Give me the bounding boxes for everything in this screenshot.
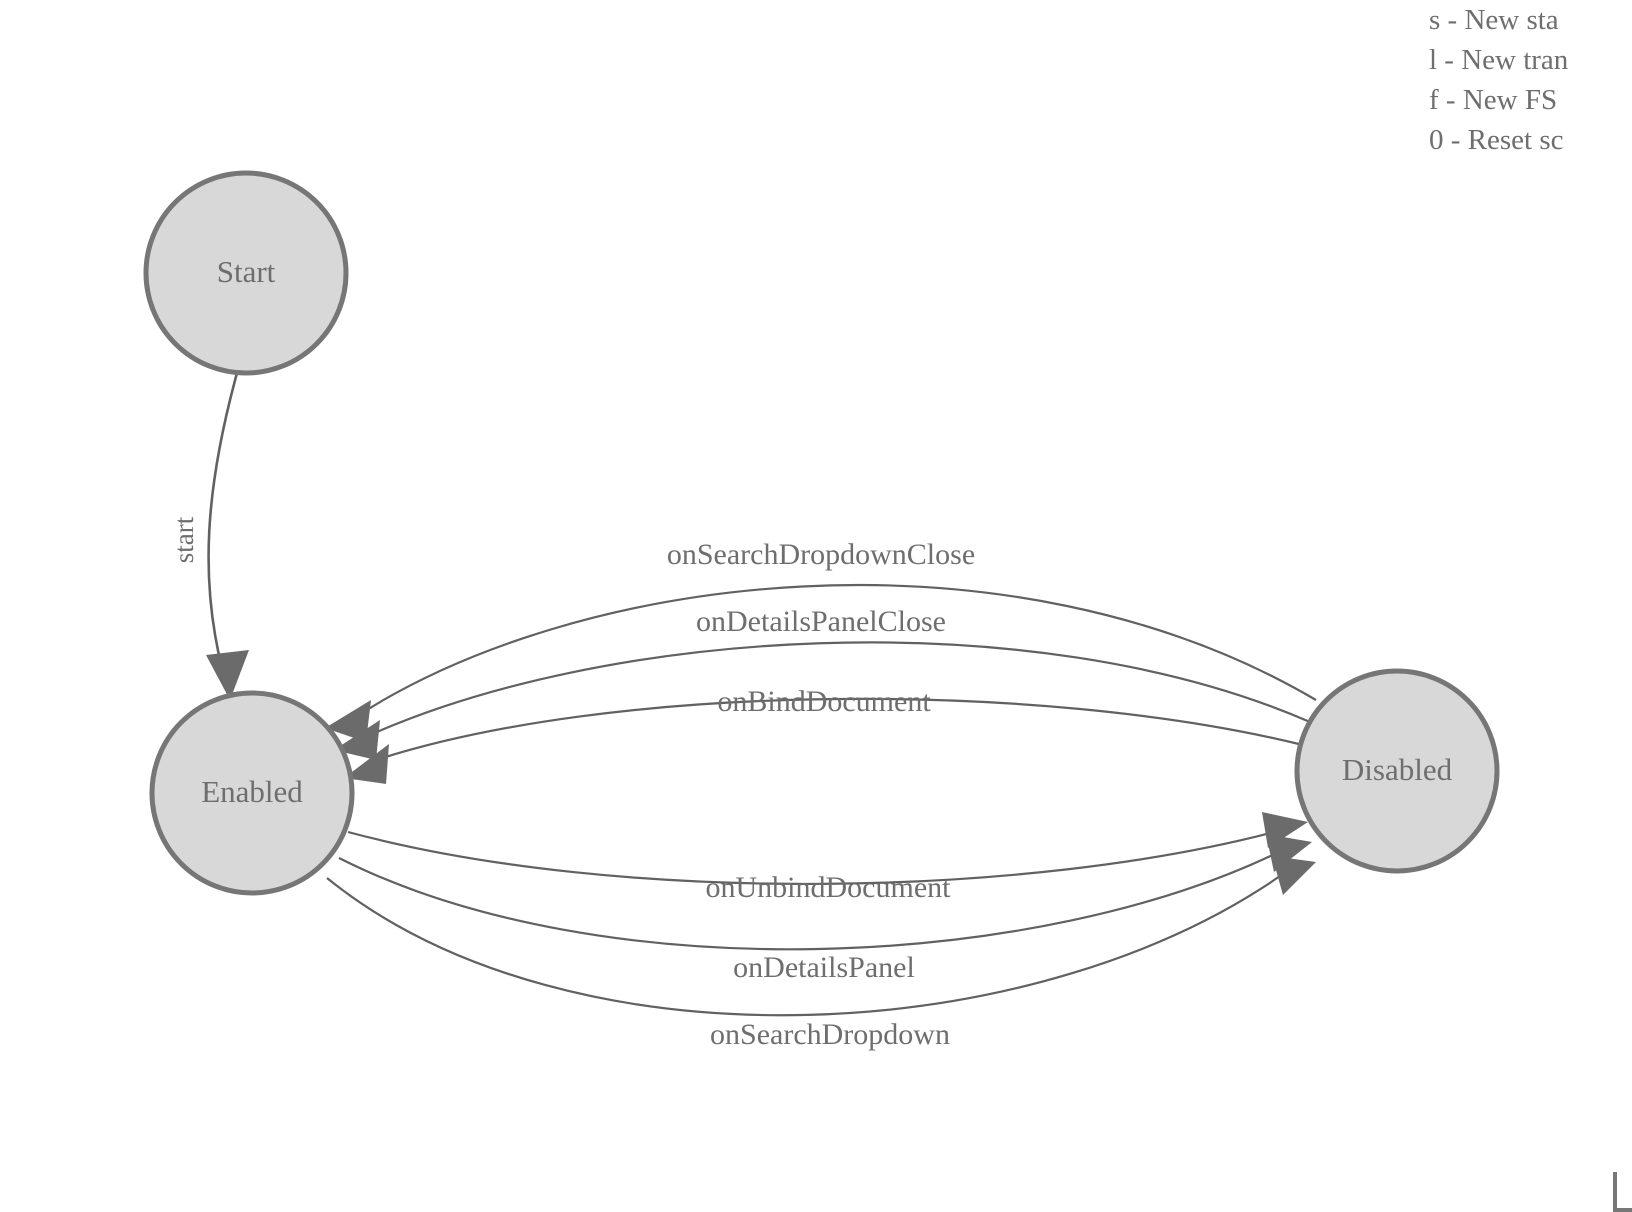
arrow-head-onSearchDropdown	[1272, 856, 1316, 895]
node-start-label: Start	[217, 254, 276, 289]
edge-label-onBindDocument: onBindDocument	[717, 685, 931, 718]
edge-label-onUnbindDocument: onUnbindDocument	[706, 871, 952, 904]
edge-path-onSearchDropdown[interactable]	[326, 865, 1295, 1017]
node-enabled-label: Enabled	[201, 774, 303, 809]
node-start[interactable]: Start	[143, 170, 349, 376]
edge-path-onUnbindDocument[interactable]	[347, 828, 1283, 886]
edge-label-onDetailsPanelClose: onDetailsPanelClose	[696, 605, 946, 638]
node-disabled-label: Disabled	[1342, 752, 1453, 787]
edge-path-start[interactable]	[207, 372, 239, 669]
arrow-head-onBindDocument	[344, 744, 389, 784]
node-start-circle[interactable]	[143, 170, 349, 376]
edge-group-enabled-to-disabled	[326, 812, 1316, 1017]
node-enabled-circle[interactable]	[149, 690, 355, 896]
edge-label-onDetailsPanel: onDetailsPanel	[733, 951, 915, 984]
arrow-head-start	[206, 650, 249, 700]
edge-group-disabled-to-enabled	[325, 583, 1317, 784]
arrow-head-onSearchDropdownClose	[325, 700, 371, 742]
node-disabled-circle[interactable]	[1294, 668, 1500, 874]
node-enabled[interactable]: Enabled	[149, 690, 355, 896]
edge-path-onDetailsPanelClose[interactable]	[358, 641, 1311, 741]
arrow-head-onDetailsPanelClose	[334, 720, 380, 760]
edge-label-onSearchDropdown: onSearchDropdown	[710, 1018, 950, 1051]
edge-path-onDetailsPanel[interactable]	[338, 847, 1288, 951]
edge-label-start: start	[169, 516, 199, 563]
bottom-right-panel-corner[interactable]	[1613, 1172, 1632, 1212]
edge-group-start-to-enabled	[206, 372, 249, 700]
edge-path-onBindDocument[interactable]	[369, 697, 1304, 764]
edge-label-onSearchDropdownClose: onSearchDropdownClose	[667, 538, 975, 571]
edge-path-onSearchDropdownClose[interactable]	[347, 583, 1317, 723]
node-disabled[interactable]: Disabled	[1294, 668, 1500, 874]
